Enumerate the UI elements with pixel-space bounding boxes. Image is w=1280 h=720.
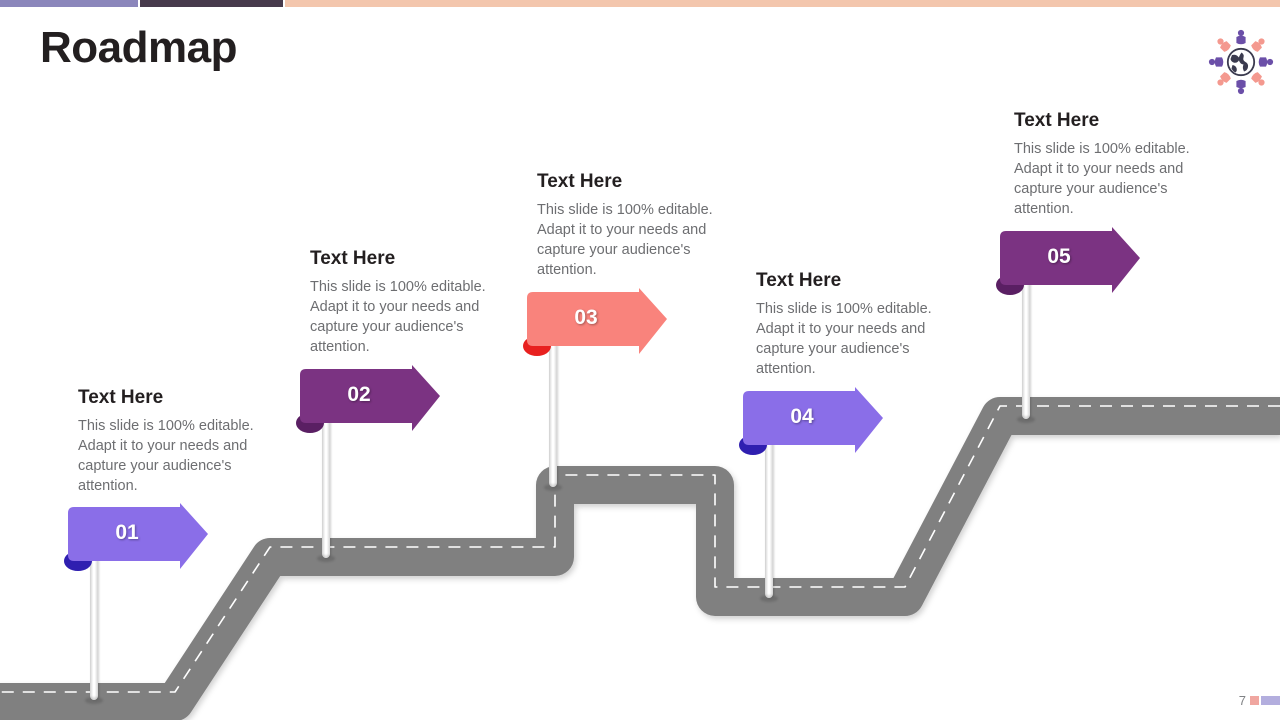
milestone-text-04: Text Here This slide is 100% editable. A… xyxy=(756,270,956,379)
top-accent-bar xyxy=(0,0,1280,7)
footer-bar-lavender xyxy=(1261,696,1280,705)
footer-accent-bars xyxy=(1250,696,1280,705)
milestone-text-02: Text Here This slide is 100% editable. A… xyxy=(310,248,510,357)
milestone-heading-02: Text Here xyxy=(310,248,396,269)
flag-pole-02 xyxy=(322,418,330,558)
flag-pole-05 xyxy=(1022,280,1030,419)
milestone-body-05: This slide is 100% editable. Adapt it to… xyxy=(1014,140,1190,217)
footer-bar-salmon xyxy=(1250,696,1259,705)
flag-pole-03 xyxy=(549,341,557,487)
milestone-heading-01: Text Here xyxy=(78,387,164,408)
flag-banner-01[interactable]: 01 xyxy=(64,503,213,573)
flag-banner-02[interactable]: 02 xyxy=(296,365,445,435)
page-title: Roadmap xyxy=(40,23,237,72)
globe-people-icon xyxy=(1205,26,1277,98)
milestone-heading-04: Text Here xyxy=(756,270,842,291)
milestone-text-01: Text Here This slide is 100% editable. A… xyxy=(78,387,278,496)
milestone-heading-05: Text Here xyxy=(1014,110,1100,131)
milestone-text-05: Text Here This slide is 100% editable. A… xyxy=(1014,110,1214,219)
accent-segment-dark-purple xyxy=(140,0,283,7)
milestone-body-02: This slide is 100% editable. Adapt it to… xyxy=(310,278,486,355)
milestone-body-04: This slide is 100% editable. Adapt it to… xyxy=(756,300,932,377)
accent-segment-peach xyxy=(285,0,1280,7)
milestone-body-03: This slide is 100% editable. Adapt it to… xyxy=(537,201,713,278)
flag-banner-03[interactable]: 03 xyxy=(523,288,672,358)
flag-pole-04 xyxy=(765,440,773,598)
flag-banner-04[interactable]: 04 xyxy=(739,387,888,457)
flag-pole-01 xyxy=(90,556,98,700)
milestone-body-01: This slide is 100% editable. Adapt it to… xyxy=(78,417,254,494)
road-center-dashes xyxy=(0,405,1280,693)
milestone-heading-03: Text Here xyxy=(537,171,623,192)
page-number: 7 xyxy=(1238,693,1246,708)
flag-banner-05[interactable]: 05 xyxy=(996,227,1145,297)
milestone-text-03: Text Here This slide is 100% editable. A… xyxy=(537,171,737,280)
accent-segment-light-purple xyxy=(0,0,138,7)
